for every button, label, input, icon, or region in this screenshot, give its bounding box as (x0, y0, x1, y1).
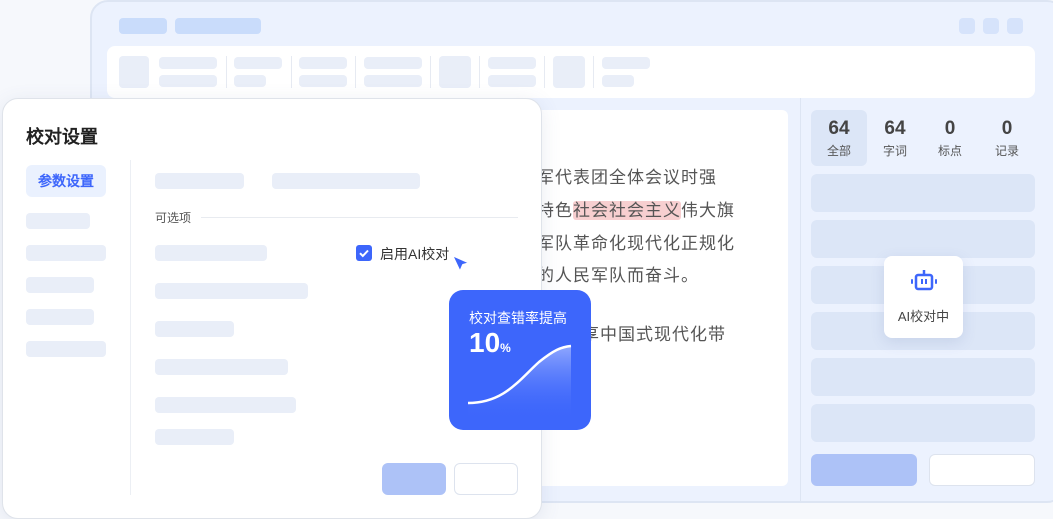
confirm-button[interactable] (382, 463, 446, 495)
check-icon (359, 249, 369, 258)
result-item[interactable] (811, 404, 1035, 442)
secondary-button[interactable] (929, 454, 1035, 486)
option-placeholder (155, 245, 267, 261)
toolbar-button[interactable] (364, 57, 422, 69)
doc-line: 特色社会社会主义伟大旗 (537, 201, 735, 220)
toolbar-button[interactable] (602, 57, 650, 69)
toolbar-button[interactable] (299, 57, 347, 69)
doc-line: 军队革命化现代化正规化 (537, 234, 735, 253)
minimize-button[interactable] (959, 18, 975, 34)
nav-item[interactable] (26, 277, 94, 293)
dialog-title: 校对设置 (26, 127, 98, 147)
ai-status-card: AI校对中 (884, 256, 963, 338)
close-button[interactable] (1007, 18, 1023, 34)
promo-card: 校对查错率提高 10% (449, 290, 591, 430)
toolbar-button[interactable] (234, 75, 266, 87)
option-placeholder (155, 397, 296, 413)
option-placeholder (155, 283, 308, 299)
nav-params-settings[interactable]: 参数设置 (26, 165, 106, 197)
section-label: 可选项 (155, 211, 192, 225)
toolbar-button[interactable] (234, 57, 282, 69)
section-divider (201, 217, 518, 218)
panel-divider (800, 98, 801, 503)
error-highlight[interactable]: 社会社会主义 (573, 201, 681, 220)
toolbar-button[interactable] (488, 57, 536, 69)
ai-proofread-label: 启用AI校对 (380, 246, 450, 262)
toolbar-button[interactable] (439, 56, 471, 88)
toolbar-button[interactable] (364, 75, 422, 87)
doc-line: 的人民军队而奋斗。 (537, 266, 699, 285)
maximize-button[interactable] (983, 18, 999, 34)
option-placeholder (155, 429, 234, 445)
field-placeholder (272, 173, 420, 189)
promo-value: 10% (469, 327, 511, 358)
toolbar-button[interactable] (553, 56, 585, 88)
title-placeholder (175, 18, 261, 34)
title-placeholder (119, 18, 167, 34)
toolbar-button[interactable] (488, 75, 536, 87)
growth-curve (467, 344, 572, 420)
toolbar-button[interactable] (159, 75, 217, 87)
nav-item[interactable] (26, 341, 106, 357)
toolbar-button[interactable] (299, 75, 347, 87)
doc-line: 军代表团全体会议时强 (537, 168, 717, 187)
primary-button[interactable] (811, 454, 917, 486)
toolbar-button[interactable] (602, 75, 634, 87)
ai-status-label: AI校对中 (897, 309, 950, 324)
option-placeholder (155, 359, 288, 375)
robot-icon (910, 270, 937, 291)
nav-divider (130, 160, 131, 495)
ai-proofread-checkbox[interactable] (356, 245, 372, 261)
option-placeholder (155, 321, 234, 337)
nav-item[interactable] (26, 245, 106, 261)
result-item[interactable] (811, 358, 1035, 396)
doc-line: 享中国式现代化带 (582, 325, 726, 344)
result-item[interactable] (811, 174, 1035, 212)
cancel-button[interactable] (454, 463, 518, 495)
result-item[interactable] (811, 220, 1035, 258)
nav-item[interactable] (26, 309, 94, 325)
cursor-icon (451, 254, 471, 273)
toolbar-button[interactable] (159, 57, 217, 69)
nav-item[interactable] (26, 213, 90, 229)
promo-title: 校对查错率提高 (469, 310, 567, 326)
field-placeholder (155, 173, 244, 189)
toolbar-button[interactable] (119, 56, 149, 88)
